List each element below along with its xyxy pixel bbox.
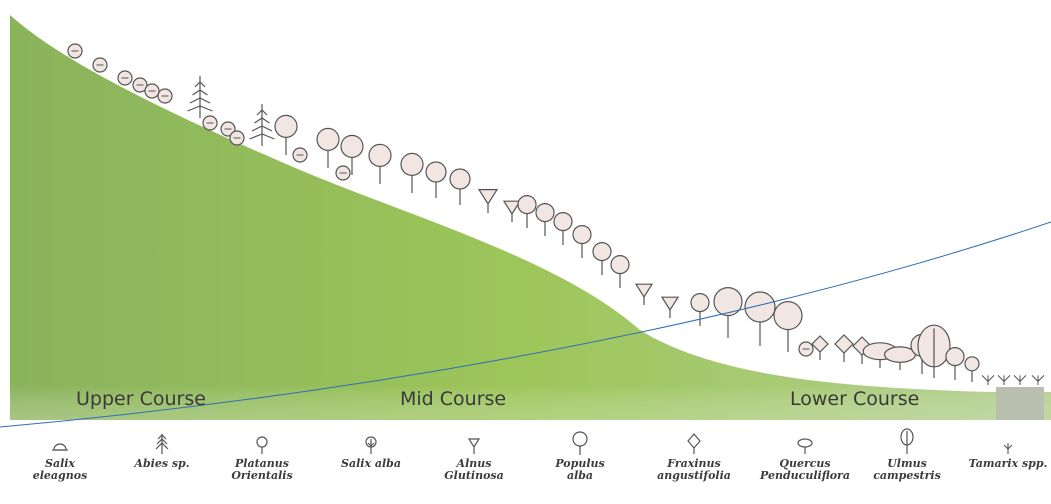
legend-name: Platanus Orientalis (231, 457, 293, 482)
legend-item-salix-eleagnos: Salix eleagnos (5, 412, 115, 482)
legend-name: Abies sp. (134, 457, 190, 470)
tree-symbol (634, 283, 654, 305)
tree-symbol (997, 375, 1011, 385)
tree-symbol (477, 189, 499, 213)
legend-name: Quercus Penduculiflora (760, 457, 850, 482)
legend-item-fraxinus-angustifolia: Fraxinus angustifolia (639, 412, 749, 482)
tree-symbol (335, 165, 351, 181)
tree-symbol (202, 115, 218, 131)
tree-symbol (964, 356, 980, 382)
legend-item-tamarix: Tamarix spp. (953, 412, 1051, 470)
legend-name: Salix alba (341, 457, 401, 470)
tree-row (67, 43, 1045, 385)
course-label-lower: Lower Course (790, 388, 920, 410)
tree-symbol (811, 335, 829, 360)
tree-symbol (572, 225, 592, 258)
tree-symbol (292, 147, 308, 163)
tree-symbol (67, 43, 83, 59)
alnus-glutinosa-icon (467, 438, 481, 454)
hillside-base-strip (10, 385, 1051, 420)
legend-name: Alnus Glutinosa (444, 457, 504, 482)
tree-symbol (744, 291, 776, 346)
tree-symbol (340, 134, 364, 175)
tree-symbol (449, 168, 471, 205)
quercus-penduculiflora-icon (797, 438, 813, 454)
tree-symbol (187, 76, 213, 118)
fraxinus-angustifolia-icon (687, 433, 701, 454)
tree-symbol (144, 83, 160, 99)
legend-item-populus-alba: Populus alba (525, 412, 635, 482)
tree-symbol (502, 200, 522, 222)
tree-symbol (917, 324, 951, 378)
tree-symbol (1013, 375, 1027, 385)
tree-symbol (229, 130, 245, 146)
abies-icon (155, 434, 169, 454)
tree-symbol (610, 255, 630, 288)
legend-name: Tamarix spp. (968, 457, 1048, 470)
tree-symbol (713, 287, 743, 338)
tree-symbol (798, 341, 814, 357)
tree-symbol (400, 152, 424, 193)
legend-name: Populus alba (555, 457, 605, 482)
tree-symbol (132, 77, 148, 93)
river-bank-block (996, 387, 1044, 420)
platanus-orientalis-icon (256, 436, 268, 454)
tree-symbol (220, 121, 236, 137)
hillside-slope (10, 15, 1051, 420)
tree-symbol (117, 70, 133, 86)
legend-item-platanus-orientalis: Platanus Orientalis (207, 412, 317, 482)
tree-symbol (834, 334, 854, 362)
populus-alba-icon (572, 431, 588, 455)
tree-symbol (592, 242, 612, 275)
legend-name: Fraxinus angustifolia (657, 457, 731, 482)
tree-symbol (1031, 375, 1045, 385)
tree-symbol (773, 301, 803, 352)
legend-item-ulmus-campestris: Ulmus campestris (852, 412, 962, 482)
tree-symbol (517, 195, 537, 228)
ulmus-campestris-icon (900, 428, 914, 454)
annotation-curve (0, 221, 1051, 428)
tree-symbol (274, 114, 298, 155)
legend-item-abies: Abies sp. (107, 412, 217, 470)
tree-symbol (981, 375, 995, 385)
legend-item-quercus-penduculiflora: Quercus Penduculiflora (750, 412, 860, 482)
salix-eleagnos-icon (52, 443, 68, 451)
tree-symbol (92, 57, 108, 73)
tree-symbol (883, 346, 916, 370)
legend-item-alnus-glutinosa: Alnus Glutinosa (419, 412, 529, 482)
legend-item-salix-alba: Salix alba (316, 412, 426, 470)
tree-symbol (316, 127, 340, 168)
tree-symbol (368, 143, 392, 184)
tree-symbol (425, 161, 447, 198)
tree-symbol (553, 212, 573, 245)
course-label-mid: Mid Course (400, 388, 507, 410)
tamarix-icon (1003, 443, 1013, 454)
legend-name: Ulmus campestris (873, 457, 941, 482)
course-label-upper: Upper Course (76, 388, 206, 410)
tree-symbol (249, 104, 275, 146)
tree-symbol (690, 293, 710, 326)
tree-symbol (660, 296, 680, 318)
tree-symbol (945, 347, 965, 380)
legend-name: Salix eleagnos (32, 457, 88, 482)
tree-symbol (535, 203, 555, 236)
salix-alba-icon (365, 436, 377, 454)
tree-symbol (157, 88, 173, 104)
